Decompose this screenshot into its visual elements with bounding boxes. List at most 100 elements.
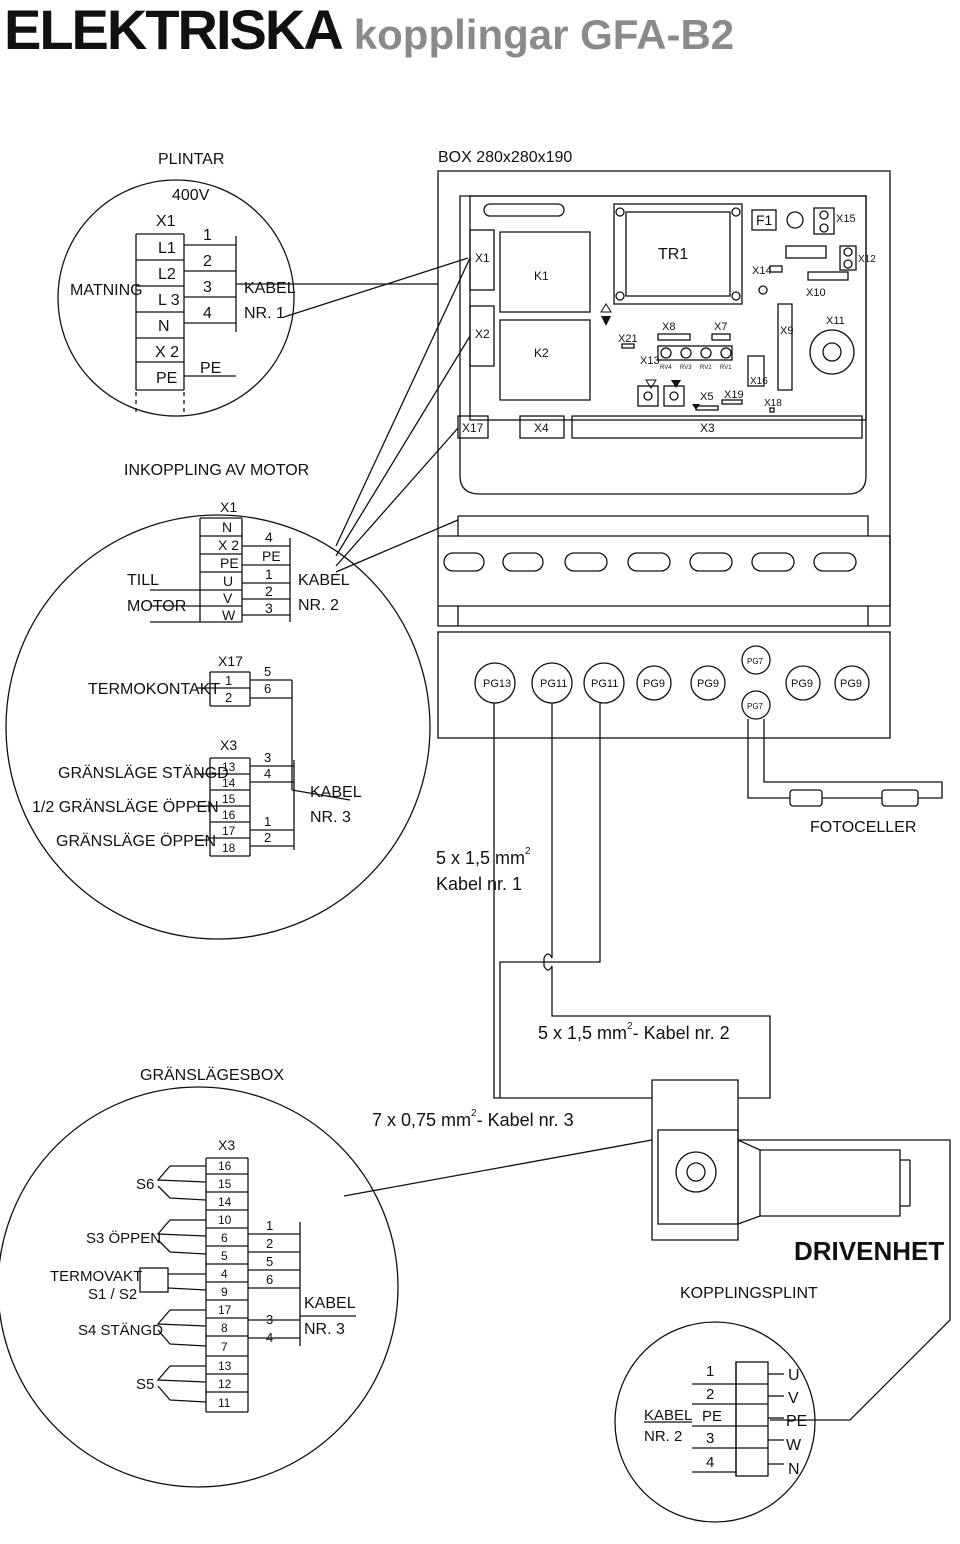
- granslage-label-0: GRÄNSLÄGE STÄNGD: [58, 764, 229, 782]
- gbox-left-2: 14: [218, 1195, 232, 1209]
- granslage-left-0: 13: [222, 760, 236, 774]
- gbox-label-s4: S4 STÄNGD: [78, 1322, 163, 1339]
- motor-left-0: X1: [220, 499, 237, 515]
- cable3-label: 7 x 0,75 mm2- Kabel nr. 3: [372, 1108, 574, 1130]
- matning-label: MATNING: [70, 282, 143, 299]
- granslagesbox-circle: [0, 1086, 399, 1488]
- box-label-x13: X13: [640, 355, 660, 367]
- plintar-left-2: L2: [158, 266, 176, 283]
- din-rail: [438, 515, 891, 626]
- gland-pg9-d: [834, 665, 870, 701]
- plintar-right-3: 4: [203, 305, 212, 322]
- granslage-terminal-block: [196, 757, 351, 857]
- motor-kabel: KABEL: [298, 572, 350, 589]
- granslage-left-4: 17: [222, 824, 236, 838]
- granslage-left-5: 18: [222, 841, 236, 855]
- cable1-line2: Kabel nr. 1: [436, 874, 522, 894]
- kplint-kabel: KABEL: [644, 1407, 692, 1424]
- gbox-left-4: 6: [221, 1231, 228, 1245]
- plintar-circle: [57, 179, 295, 417]
- gbox-left-0: 16: [218, 1159, 232, 1173]
- box-label-x9: X9: [780, 325, 793, 337]
- kplint-right-1: V: [788, 1390, 799, 1407]
- gbox-kabel: KABEL: [304, 1295, 356, 1312]
- motor-right-3: 2: [265, 583, 273, 599]
- gbox-left-13: 11: [218, 1396, 231, 1410]
- gbox-left-12: 12: [218, 1377, 232, 1391]
- plintar-right-1: 2: [203, 253, 212, 270]
- gbox-left-3: 10: [218, 1213, 232, 1227]
- motor-right-0: 4: [265, 529, 273, 545]
- motor-left-2: X 2: [218, 537, 239, 553]
- fuse-slot: [483, 203, 565, 217]
- gland-pg7-top: [741, 645, 771, 675]
- terminal-x12: [839, 245, 857, 271]
- box-label-x7: X7: [714, 321, 727, 333]
- gbox-nr: NR. 3: [304, 1321, 345, 1338]
- box-label-x11: X11: [826, 315, 845, 327]
- gland-pg13: [474, 662, 516, 704]
- motor-left-5: V: [223, 590, 233, 606]
- gland-pg9-b: [690, 665, 726, 701]
- granslage-right-3: 2: [264, 830, 271, 845]
- relay-x1: [469, 229, 495, 291]
- plintar-left-0: X1: [156, 213, 176, 230]
- box-label-rv1: RV1: [720, 365, 732, 371]
- fotoceller-wiring: [747, 719, 943, 807]
- motor-motor: MOTOR: [127, 598, 186, 615]
- kplint-nr: NR. 2: [644, 1428, 682, 1445]
- fotoceller-label: FOTOCELLER: [810, 819, 916, 836]
- box-label-rv4: RV4: [660, 365, 672, 371]
- box-label-x2: X2: [475, 327, 490, 341]
- connector-x16: [747, 355, 765, 387]
- drive-cables: [343, 703, 951, 1421]
- gland-label-7: PG9: [840, 678, 862, 690]
- plintar-left-3: L 3: [158, 292, 180, 309]
- gland-label-5: PG7: [747, 657, 764, 666]
- box-label-x14: X14: [752, 265, 772, 277]
- motor-left-4: U: [223, 573, 233, 589]
- termo-x17: X17: [218, 653, 243, 669]
- motor-left-1: N: [222, 519, 232, 535]
- plintar-right-0: 1: [203, 227, 212, 244]
- box-label-x1: X1: [475, 251, 490, 265]
- gbox-left-9: 8: [221, 1321, 228, 1335]
- gland-label-3: PG9: [643, 678, 665, 690]
- gbox-left-5: 5: [221, 1249, 228, 1263]
- kplint-right-2: PE: [786, 1413, 807, 1430]
- motor-till: TILL: [127, 572, 159, 589]
- box-label-x3: X3: [700, 421, 715, 435]
- kplint-right-0: U: [788, 1367, 800, 1384]
- plintar-left-6: PE: [156, 370, 177, 387]
- kplint-left-4: 4: [706, 1454, 714, 1471]
- gbox-right-2: 5: [266, 1254, 273, 1269]
- gbox-right-1: 2: [266, 1236, 273, 1251]
- gbox-label-s6: S6: [136, 1176, 154, 1193]
- granslage-x3: X3: [220, 737, 237, 753]
- kplint-right-3: W: [786, 1437, 802, 1454]
- gland-label-8: PG7: [747, 702, 764, 711]
- box-label-k1: K1: [534, 269, 549, 283]
- kplint-left-3: 3: [706, 1430, 714, 1447]
- granslage-label-2: GRÄNSLÄGE ÖPPEN: [56, 832, 216, 850]
- box-label-x8: X8: [662, 321, 675, 333]
- granslage-right-2: 1: [264, 814, 271, 829]
- drivenhet-label: DRIVENHET: [794, 1236, 944, 1266]
- terminal-x15: [813, 207, 835, 235]
- granslage-left-1: 14: [222, 776, 236, 790]
- box-label-rv2: RV2: [700, 365, 712, 371]
- box-label-x18: X18: [764, 398, 782, 409]
- gland-pg9-c: [785, 665, 821, 701]
- plintar-voltage: 400V: [172, 187, 210, 204]
- granslage-right-0: 3: [264, 750, 271, 765]
- termo-left-1: 2: [225, 690, 232, 705]
- gland-label-2: PG11: [591, 678, 618, 690]
- gbox-label-s1s2: S1 / S2: [88, 1286, 137, 1303]
- kplint-left-0: 1: [706, 1363, 714, 1380]
- box-label-rv3: RV3: [680, 365, 692, 371]
- box-label-f1: F1: [756, 212, 773, 228]
- gbox-left-6: 4: [221, 1267, 228, 1281]
- title-main: ELEKTRISKA: [4, 0, 344, 61]
- gbox-left-7: 9: [221, 1285, 228, 1299]
